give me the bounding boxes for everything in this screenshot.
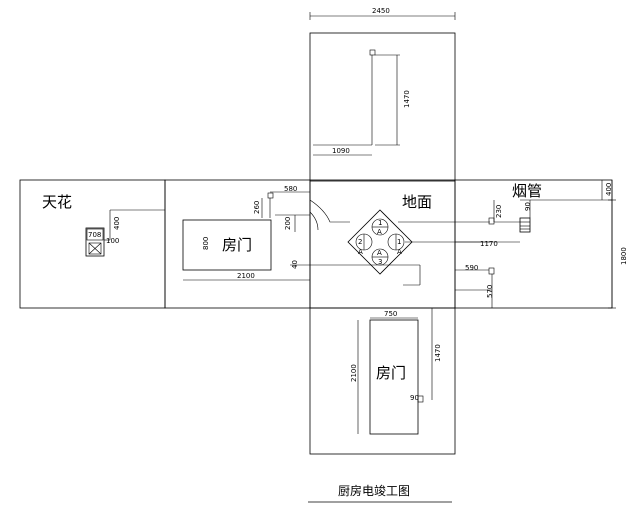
- dim-left-200: 200: [284, 217, 292, 230]
- left-wall-annotations: 房门 800 2100 580 260 200 40: [182, 185, 420, 281]
- dim-left-260: 260: [253, 201, 261, 214]
- dim-right-400: 400: [605, 183, 613, 196]
- svg-text:3: 3: [378, 258, 382, 266]
- ceiling-annotations: 天花 708 100 400: [42, 193, 165, 257]
- svg-text:1: 1: [378, 219, 382, 227]
- dim-left-40: 40: [291, 260, 299, 269]
- dim-bottom-2100: 2100: [350, 364, 358, 382]
- right-socket-top: [488, 217, 495, 225]
- ceiling-box-outer: [85, 227, 105, 257]
- label-door-left: 房门: [222, 236, 252, 254]
- dim-right-590: 590: [465, 264, 478, 272]
- dim-left-800: 800: [202, 237, 210, 250]
- floor-panel: [309, 179, 456, 309]
- dim-bottom-90: 90: [410, 394, 419, 402]
- top-socket-icon: [369, 49, 376, 56]
- dim-right-1170: 1170: [480, 240, 498, 248]
- dim-right-90: 90: [524, 202, 532, 211]
- left-socket-top: [267, 192, 274, 199]
- ceiling-box-label: [86, 228, 104, 241]
- right-wall-annotations: 烟管 400 1800 230 90 1170 590 570: [455, 180, 628, 309]
- top-panel-annotations: 2450 1470 1090: [309, 7, 456, 156]
- svg-text:1: 1: [397, 238, 401, 246]
- dim-top-height: 1470: [403, 90, 411, 108]
- door-outline-left: [182, 219, 272, 271]
- svg-text:A: A: [377, 228, 382, 236]
- panel-outlines: [19, 32, 613, 455]
- dim-right-1800: 1800: [620, 247, 628, 265]
- drawing-title: 厨房电竣工图: [338, 483, 410, 498]
- dim-right-570: 570: [486, 285, 494, 298]
- drawing-title-block: 厨房电竣工图: [308, 483, 452, 503]
- dim-left-2100: 2100: [237, 272, 255, 280]
- dim-top-width: 2450: [372, 7, 390, 15]
- right-socket-bottom: [488, 267, 495, 275]
- dim-ceiling-708: 708: [88, 231, 101, 239]
- door-outline-bottom: [369, 319, 419, 435]
- svg-text:A: A: [397, 248, 402, 256]
- bottom-wall-annotations: 750 房门 2100 1470 90: [350, 308, 442, 435]
- center-junction-symbol: 1 A 2 A 1 A A 3: [347, 209, 413, 275]
- dim-right-230: 230: [495, 205, 503, 218]
- floor-annotations: 地面 1 A 2 A 1 A A 3: [309, 193, 490, 286]
- top-wall-panel: [309, 32, 456, 182]
- bottom-wall-panel: [309, 307, 456, 455]
- chimney-duct-icon: [519, 217, 531, 233]
- dim-ceiling-400: 400: [113, 217, 121, 230]
- svg-text:2: 2: [358, 238, 362, 246]
- dim-ceiling-100: 100: [106, 237, 119, 245]
- svg-text:A: A: [377, 249, 382, 257]
- label-chimney: 烟管: [512, 182, 542, 200]
- dim-bottom-1470: 1470: [434, 344, 442, 362]
- label-door-bottom: 房门: [376, 364, 406, 382]
- dim-top-offset: 1090: [332, 147, 350, 155]
- dim-left-580: 580: [284, 185, 297, 193]
- label-floor: 地面: [402, 193, 432, 211]
- ceiling-light-icon: [88, 242, 102, 255]
- label-ceiling: 天花: [42, 193, 72, 211]
- svg-text:A: A: [358, 248, 363, 256]
- dim-bottom-750: 750: [384, 310, 397, 318]
- bottom-socket-icon: [417, 395, 424, 403]
